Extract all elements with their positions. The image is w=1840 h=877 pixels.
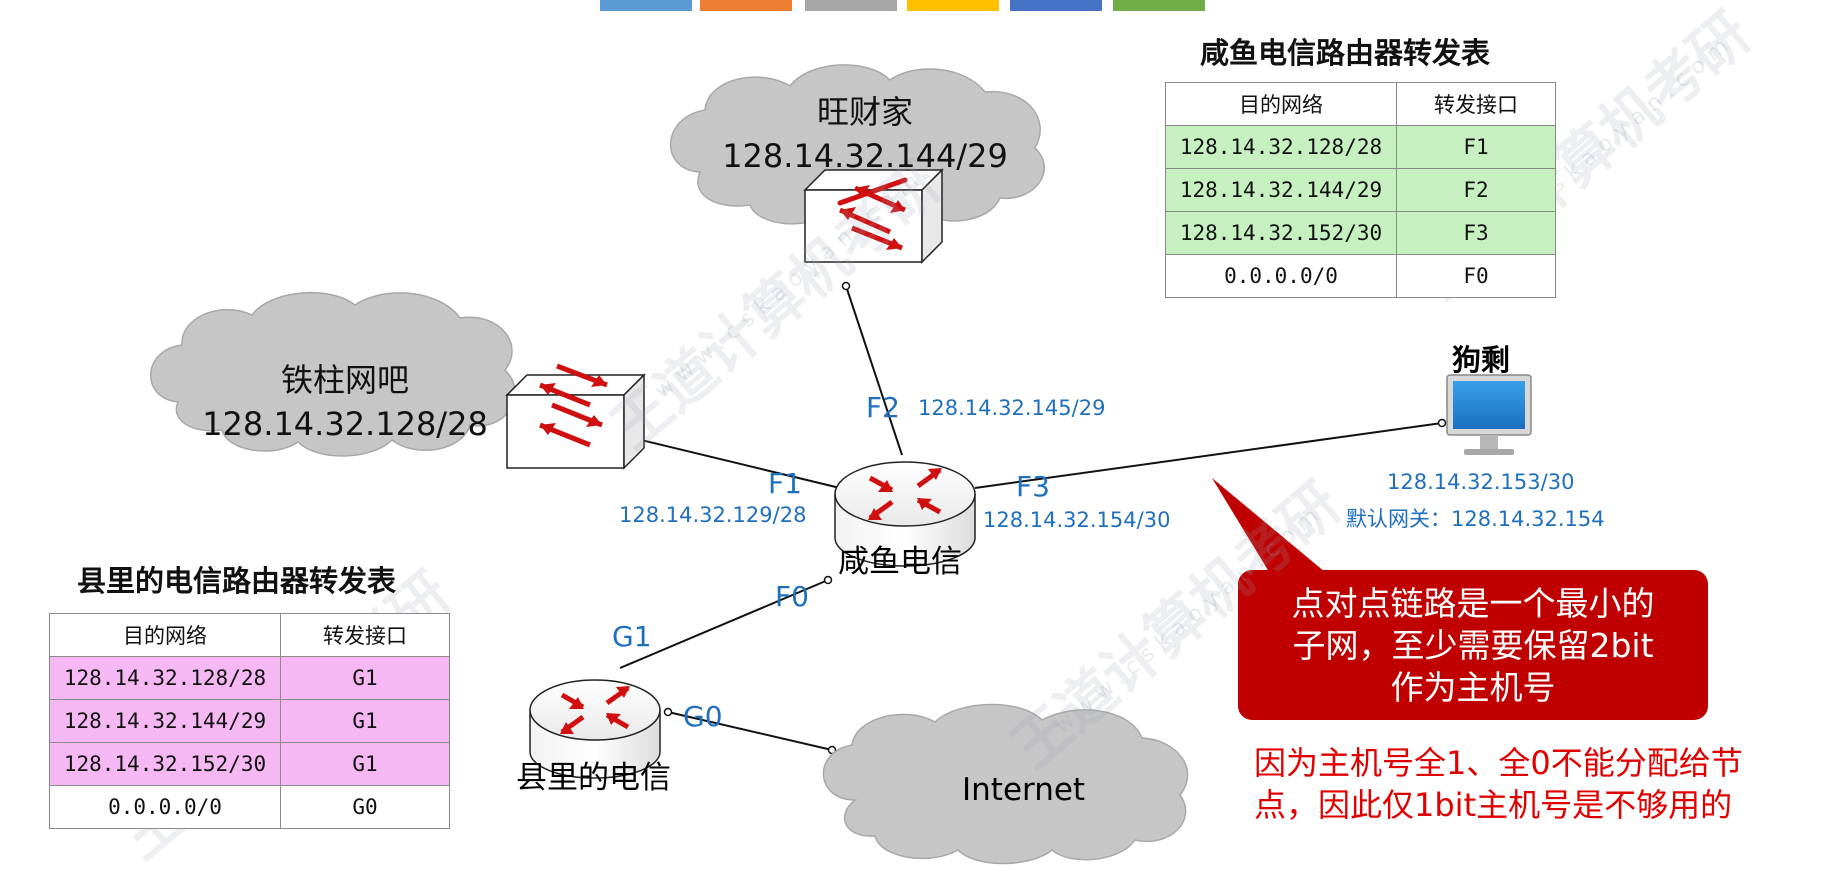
switch-wangcaijia-icon [803, 168, 944, 264]
interface-f2-ip: 128.14.32.145/29 [918, 396, 1106, 420]
red-note: 因为主机号全1、全0不能分配给节 点，因此仅1bit主机号是不够用的 [1254, 742, 1743, 826]
callout-line: 点对点链路是一个最小的 [1291, 584, 1655, 623]
xianyu-forwarding-table: 目的网络 转发接口 128.14.32.128/28 F1 128.14.32.… [1165, 82, 1556, 298]
top-bar-segment [1010, 0, 1102, 11]
link-router-host [974, 422, 1443, 489]
table-row: 128.14.32.152/30 F3 [1165, 211, 1556, 255]
cloud-wangcaijia-subnet: 128.14.32.144/29 [722, 137, 1008, 175]
top-color-bar [600, 0, 1205, 11]
table-header-row: 目的网络 转发接口 [1165, 82, 1556, 126]
top-bar-segment [700, 0, 792, 11]
link-switch2-router [632, 437, 841, 489]
links [619, 285, 1443, 751]
router-county-icon [529, 679, 661, 779]
interface-f0-label: F0 [775, 580, 809, 613]
column-header-destination: 目的网络 [1165, 82, 1397, 126]
computer-icon [1446, 374, 1532, 455]
link-county-internet [667, 711, 833, 751]
cloud-internet-label: Internet [962, 772, 1086, 808]
table-cell-interface: F0 [1396, 254, 1556, 298]
table-cell-interface: G1 [280, 656, 450, 700]
table-row: 128.14.32.152/30 G1 [49, 742, 450, 786]
table-row: 128.14.32.144/29 G1 [49, 699, 450, 743]
table-row: 0.0.0.0/0 F0 [1165, 254, 1556, 298]
host-gateway: 默认网关：128.14.32.154 [1346, 507, 1605, 531]
table-cell-destination: 128.14.32.144/29 [49, 699, 281, 743]
table-row: 0.0.0.0/0 G0 [49, 785, 450, 829]
table-row: 128.14.32.128/28 F1 [1165, 125, 1556, 169]
xianyu-table-title: 咸鱼电信路由器转发表 [1200, 36, 1491, 70]
red-note-line: 因为主机号全1、全0不能分配给节 [1254, 744, 1743, 782]
top-bar-segment [1113, 0, 1205, 11]
table-cell-interface: G1 [280, 699, 450, 743]
interface-f3-label: F3 [1016, 470, 1050, 503]
red-note-line: 点，因此仅1bit主机号是不够用的 [1254, 786, 1733, 824]
callout-shape [1212, 478, 1708, 720]
county-table-title: 县里的电信路由器转发表 [77, 564, 397, 598]
interface-f1-ip: 128.14.32.129/28 [619, 503, 807, 527]
table-row: 128.14.32.144/29 F2 [1165, 168, 1556, 212]
interface-f2-label: F2 [866, 391, 900, 424]
cloud-internet [822, 703, 1189, 865]
column-header-destination: 目的网络 [49, 613, 281, 657]
cloud-wangcaijia-name: 旺财家 [816, 93, 913, 131]
callout-line: 作为主机号 [1390, 668, 1556, 707]
top-bar-segment [600, 0, 692, 11]
column-header-interface: 转发接口 [1396, 82, 1556, 126]
table-cell-interface: G1 [280, 742, 450, 786]
interface-g1-label: G1 [612, 620, 652, 653]
interface-f1-label: F1 [768, 467, 802, 500]
switch-tiezhu-icon [505, 363, 646, 470]
table-cell-destination: 128.14.32.128/28 [49, 656, 281, 700]
router-xianyu-icon [834, 461, 976, 567]
router-county-label: 县里的电信 [516, 760, 671, 796]
cloud-tiezhu [150, 291, 516, 457]
table-cell-interface: G0 [280, 785, 450, 829]
column-header-interface: 转发接口 [280, 613, 450, 657]
table-header-row: 目的网络 转发接口 [49, 613, 450, 657]
host-ip: 128.14.32.153/30 [1387, 470, 1575, 494]
link-switch1-router [845, 285, 903, 456]
cloud-tiezhu-name: 铁柱网吧 [280, 361, 409, 399]
county-forwarding-table: 目的网络 转发接口 128.14.32.128/28 G1 128.14.32.… [49, 613, 450, 829]
table-cell-destination: 128.14.32.152/30 [49, 742, 281, 786]
callout-line: 子网，至少需要保留2bit [1292, 626, 1654, 665]
table-cell-interface: F2 [1396, 168, 1556, 212]
table-cell-destination: 128.14.32.152/30 [1165, 211, 1397, 255]
link-router-county [619, 579, 829, 669]
cloud-tiezhu-label: 铁柱网吧 128.14.32.128/28 [185, 358, 505, 446]
table-cell-destination: 0.0.0.0/0 [49, 785, 281, 829]
interface-f3-ip: 128.14.32.154/30 [983, 508, 1171, 532]
top-bar-segment [907, 0, 999, 11]
cloud-tiezhu-subnet: 128.14.32.128/28 [202, 405, 488, 443]
table-cell-destination: 128.14.32.128/28 [1165, 125, 1397, 169]
interface-g0-label: G0 [683, 700, 723, 733]
table-cell-destination: 0.0.0.0/0 [1165, 254, 1397, 298]
top-bar-segment [805, 0, 897, 11]
router-xianyu-label: 咸鱼电信 [838, 544, 962, 580]
table-cell-interface: F1 [1396, 125, 1556, 169]
table-cell-destination: 128.14.32.144/29 [1165, 168, 1397, 212]
table-cell-interface: F3 [1396, 211, 1556, 255]
table-row: 128.14.32.128/28 G1 [49, 656, 450, 700]
host-name: 狗剩 [1452, 343, 1511, 377]
cloud-wangcaijia-label: 旺财家 128.14.32.144/29 [700, 90, 1030, 178]
callout-text: 点对点链路是一个最小的 子网，至少需要保留2bit 作为主机号 [1240, 583, 1706, 709]
